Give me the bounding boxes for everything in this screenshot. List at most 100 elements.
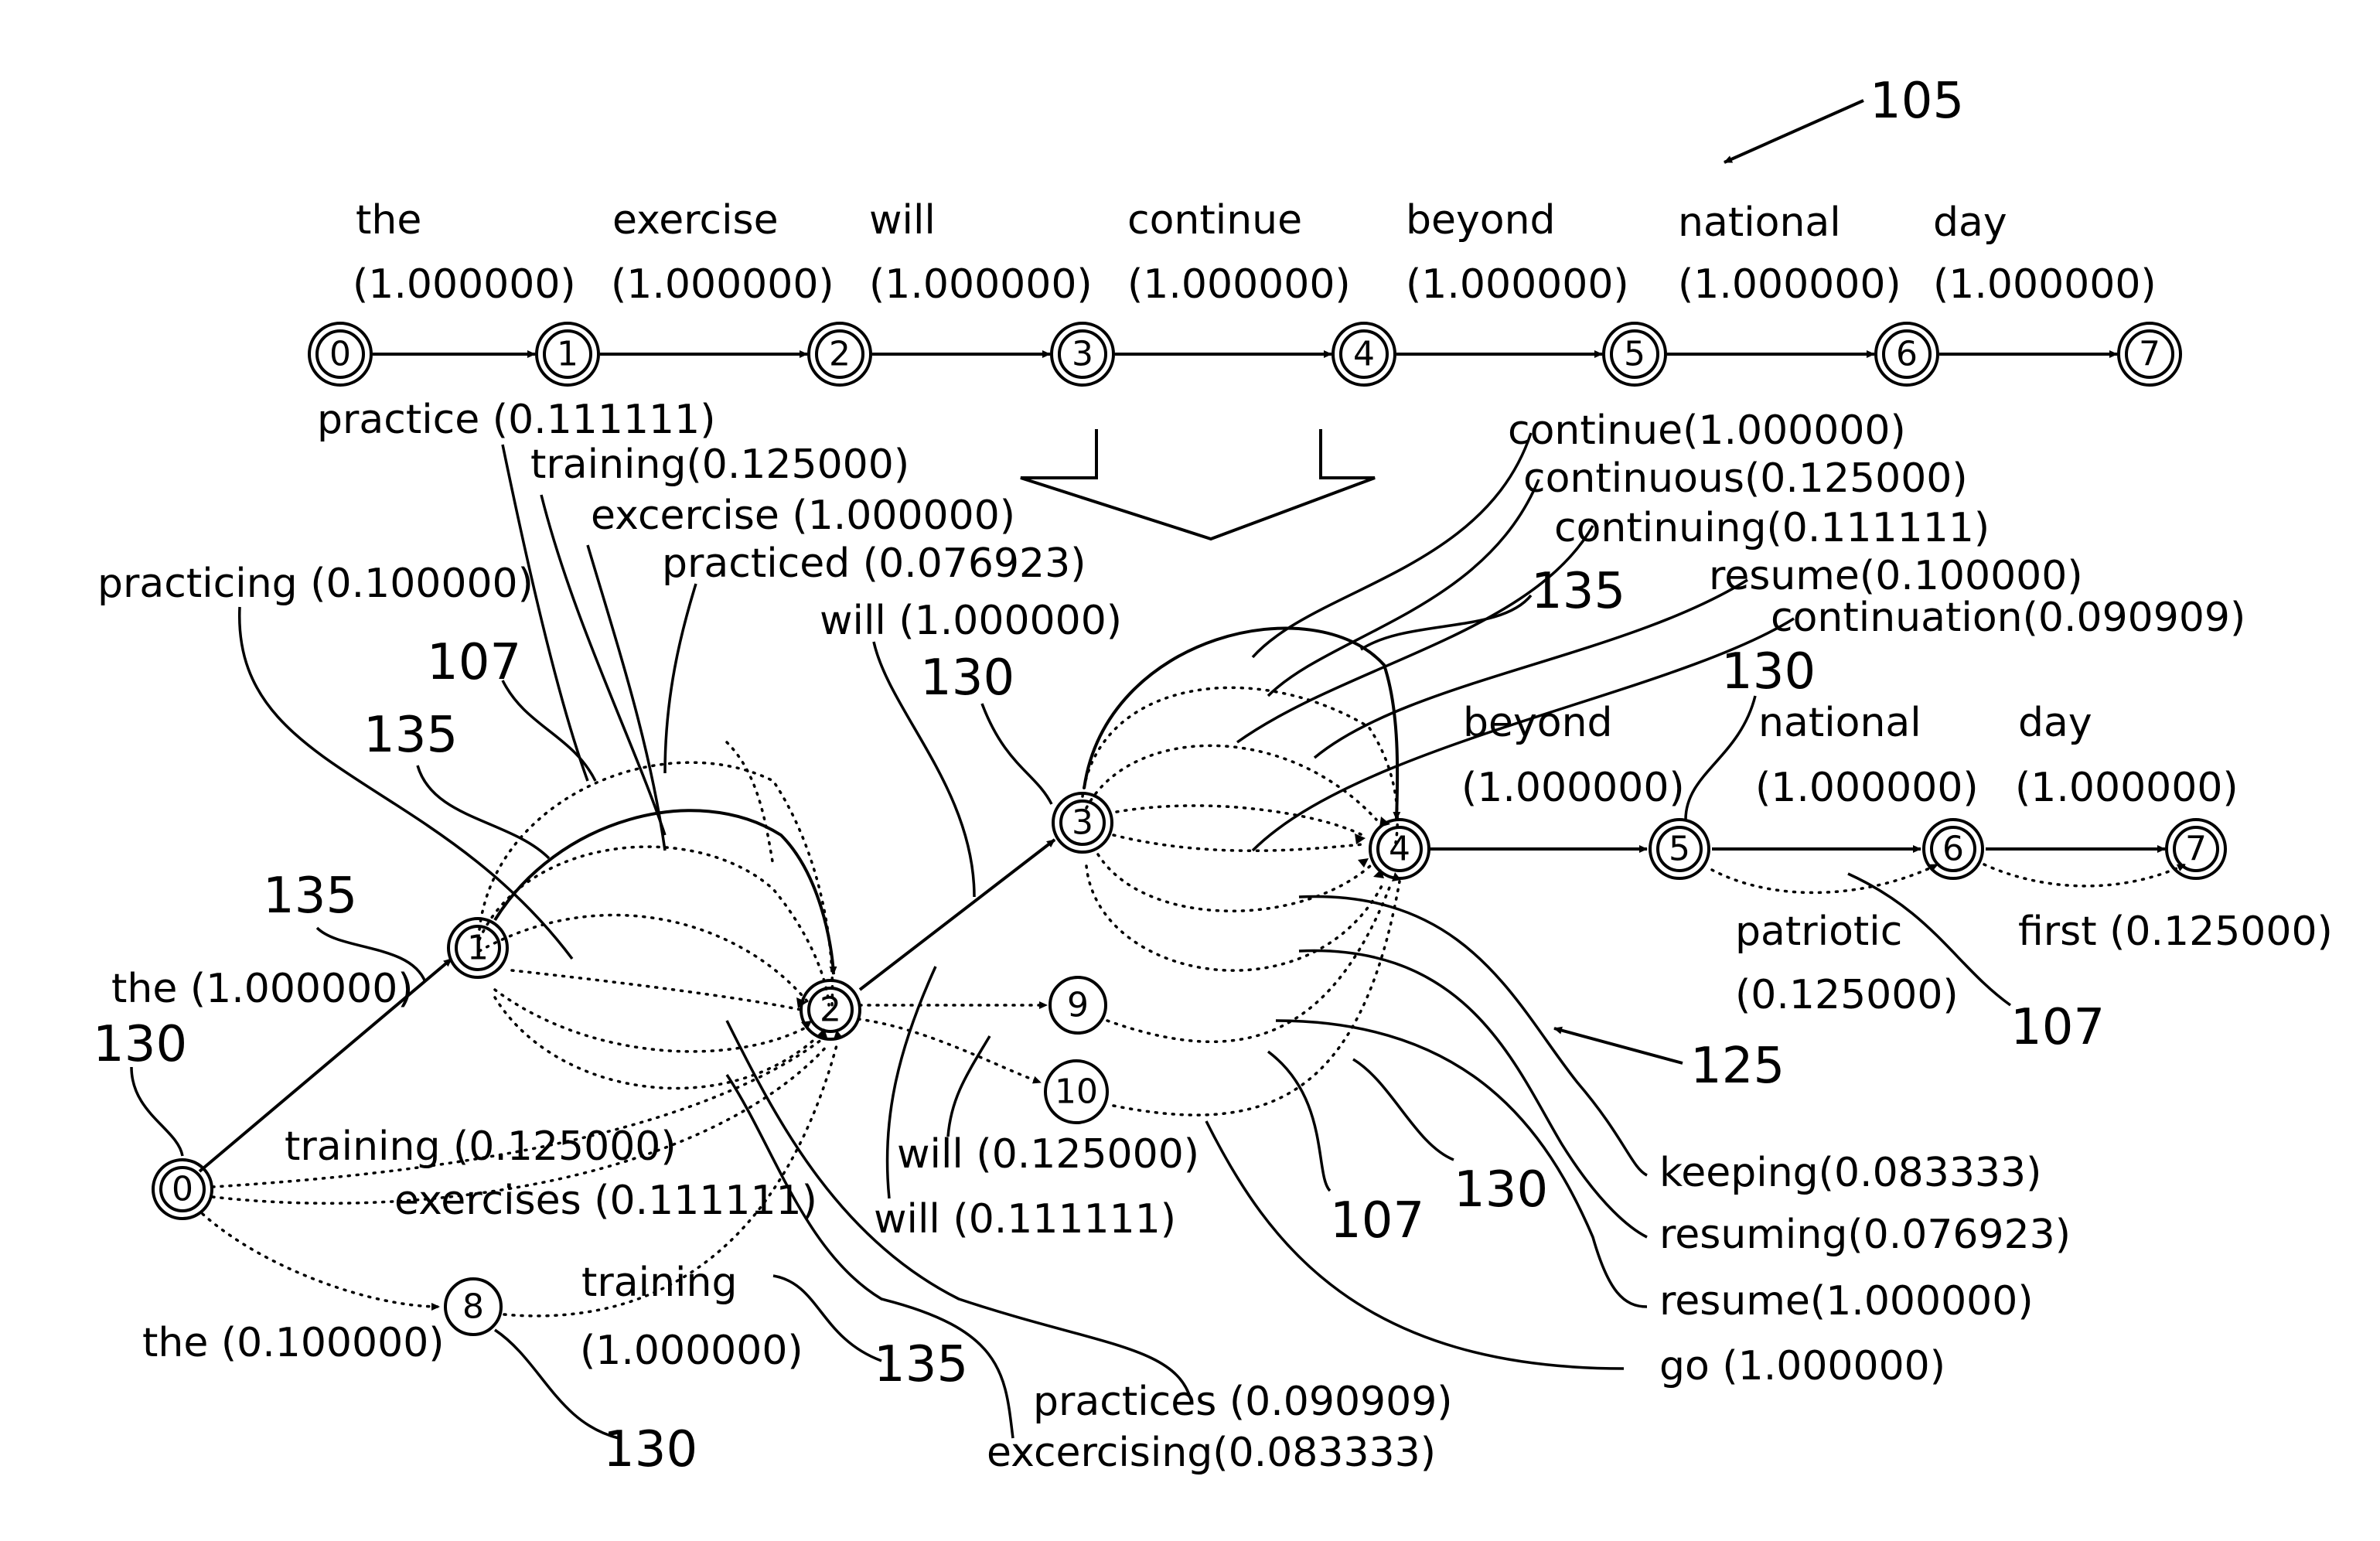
- svg-text:1: 1: [467, 929, 489, 968]
- state-3: 3: [1053, 793, 1112, 852]
- ref-130-0: 130: [93, 1016, 187, 1073]
- alt-arc-0-8: [203, 1214, 439, 1307]
- label-continue: continue(1.000000): [1508, 407, 1906, 454]
- alt-arc-1-2-d: [512, 970, 801, 1010]
- top-word-5: national: [1678, 199, 1841, 246]
- top-word-1: exercise: [612, 197, 779, 244]
- top-prob-2: (1.000000): [869, 261, 1093, 308]
- top-word-0: the: [356, 197, 421, 244]
- svg-text:6: 6: [1896, 335, 1918, 374]
- label-day-prob: (1.000000): [2015, 765, 2238, 811]
- label-the-1: the (1.000000): [111, 966, 414, 1012]
- alt-arc-10-4: [1113, 881, 1400, 1115]
- label-training-0125: training (0.125000): [285, 1123, 677, 1170]
- lead-ref135-left: [418, 765, 549, 858]
- label-national-word: national: [1758, 700, 1921, 746]
- top-word-6: day: [1933, 199, 2007, 246]
- top-word-4: beyond: [1406, 197, 1556, 244]
- svg-text:7: 7: [2185, 830, 2207, 869]
- alt-arc-6-7: [1984, 864, 2185, 886]
- arc-3-4: [1084, 628, 1397, 820]
- label-go: go (1.000000): [1659, 1343, 1945, 1389]
- top-word-3: continue: [1127, 197, 1302, 244]
- svg-text:3: 3: [1072, 803, 1093, 843]
- label-patriotic-word: patriotic: [1735, 909, 1902, 955]
- ref-130-mid: 130: [1454, 1161, 1548, 1219]
- label-practiced: practiced (0.076923): [662, 540, 1086, 587]
- alt-arc-1-2-g: [727, 742, 773, 866]
- svg-text:5: 5: [1624, 335, 1645, 374]
- label-practice: practice (0.111111): [317, 397, 715, 443]
- state-4: 4: [1370, 820, 1429, 878]
- lead-ref130-0: [131, 1067, 182, 1156]
- top-prob-6: (1.000000): [1933, 261, 2157, 308]
- svg-text:4: 4: [1353, 335, 1375, 374]
- lead-ref107-mid: [1268, 1052, 1330, 1191]
- ref-125: 125: [1690, 1038, 1785, 1095]
- lead-ref135-right: [1361, 595, 1531, 649]
- svg-text:2: 2: [829, 335, 851, 374]
- lead-training-top: [541, 495, 665, 835]
- state-6: 6: [1924, 820, 1983, 878]
- svg-text:3: 3: [1072, 335, 1093, 374]
- label-will-0125: will (0.125000): [897, 1131, 1199, 1178]
- svg-text:6: 6: [1942, 830, 1964, 869]
- label-patriotic-prob: (0.125000): [1735, 972, 1959, 1018]
- top-prob-5: (1.000000): [1678, 261, 1901, 308]
- svg-text:2: 2: [820, 990, 841, 1030]
- label-excercising: excercising(0.083333): [987, 1430, 1436, 1476]
- label-continuation: continuation(0.090909): [1771, 595, 2245, 641]
- ref-107-right: 107: [2010, 999, 2105, 1056]
- top-lattice: 105 0 1 2 3 4 5 6 7 the (1.000000) exerc…: [309, 73, 2181, 385]
- svg-text:1: 1: [557, 335, 578, 374]
- label-practicing: practicing (0.100000): [97, 561, 534, 607]
- ref-135-01: 135: [263, 868, 357, 925]
- label-keeping: keeping(0.083333): [1659, 1150, 2041, 1196]
- lead-practiced: [665, 584, 696, 773]
- label-training-word: training: [581, 1260, 737, 1306]
- ref-130-5: 130: [1721, 643, 1816, 701]
- lead-keeping: [1299, 897, 1647, 1175]
- state-8: 8: [445, 1279, 501, 1335]
- ref-105-arrow: [1724, 101, 1863, 162]
- state-1: 1: [448, 919, 507, 977]
- label-training-top: training(0.125000): [530, 442, 909, 488]
- label-resume-01: resume(0.100000): [1709, 553, 2083, 599]
- label-day-word: day: [2018, 700, 2092, 746]
- svg-text:10: 10: [1055, 1072, 1098, 1112]
- top-prob-1: (1.000000): [611, 261, 834, 308]
- ref-130-8: 130: [603, 1421, 697, 1478]
- alt-arc-3-4-d: [1113, 835, 1362, 851]
- label-continuing: continuing(0.111111): [1554, 505, 1990, 551]
- svg-text:5: 5: [1669, 830, 1690, 869]
- label-practices: practices (0.090909): [1033, 1379, 1453, 1425]
- svg-text:4: 4: [1389, 830, 1410, 869]
- lead-practice: [503, 445, 588, 781]
- ref-135-left: 135: [363, 707, 458, 764]
- lead-continuous: [1268, 479, 1539, 696]
- alt-arc-1-2-c: [479, 915, 810, 1005]
- transform-arrow: [1021, 429, 1375, 539]
- expanded-lattice: 0 1 2 3 4 5 6 7 8 9 10: [93, 397, 2333, 1478]
- state-7: 7: [2167, 820, 2225, 878]
- top-state-2: 2: [809, 323, 871, 385]
- alt-arc-3-4-b: [1086, 745, 1376, 820]
- label-training-prob: (1.000000): [580, 1328, 803, 1374]
- svg-text:9: 9: [1067, 986, 1089, 1025]
- top-state-7: 7: [2119, 323, 2181, 385]
- ref-107-mid: 107: [1330, 1192, 1424, 1250]
- svg-text:0: 0: [329, 335, 351, 374]
- lead-continue: [1253, 433, 1531, 657]
- label-first: first (0.125000): [2018, 909, 2333, 955]
- top-prob-0: (1.000000): [353, 261, 576, 308]
- alt-arc-1-2-e: [495, 990, 804, 1052]
- label-resume-1: resume(1.000000): [1659, 1278, 2034, 1325]
- lead-ref130-5: [1686, 696, 1755, 820]
- top-state-1: 1: [537, 323, 598, 385]
- state-9: 9: [1050, 977, 1106, 1033]
- top-state-5: 5: [1604, 323, 1666, 385]
- ref-125-arrow: [1554, 1028, 1683, 1063]
- label-national-prob: (1.000000): [1755, 765, 1979, 811]
- state-0: 0: [153, 1160, 212, 1219]
